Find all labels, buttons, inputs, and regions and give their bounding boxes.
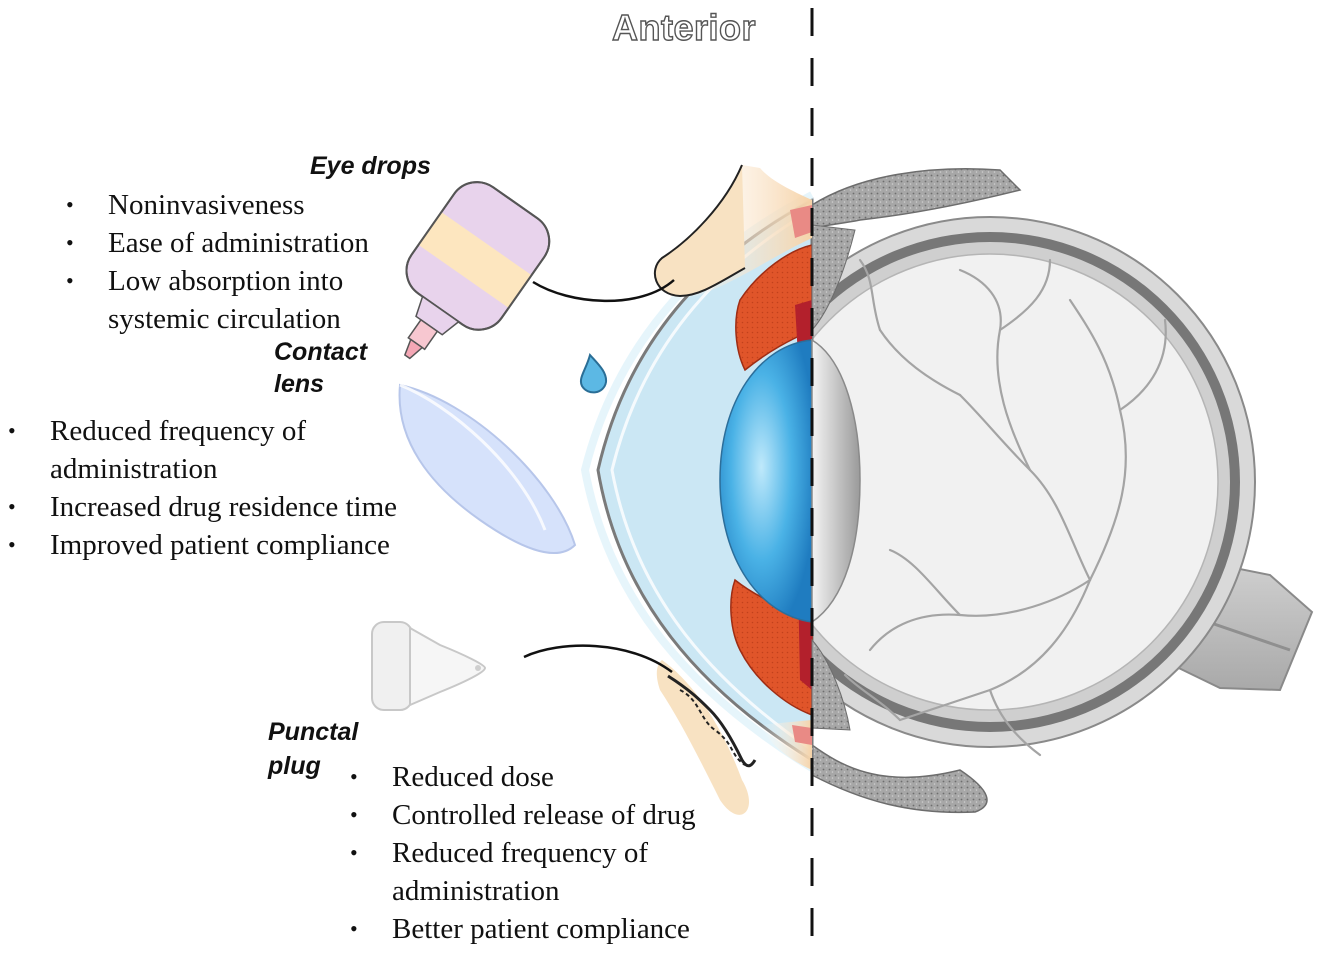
punctal-plug-list: Reduced dose Controlled release of drug … <box>392 758 696 948</box>
list-item-continuation: administration <box>392 872 696 910</box>
list-item-continuation: administration <box>50 450 397 488</box>
list-item: Better patient compliance <box>392 910 696 948</box>
eye-drop <box>581 355 606 392</box>
list-item-continuation: systemic circulation <box>108 300 369 338</box>
punctal-plug-pointer <box>524 646 672 672</box>
punctal-plug-heading-line2: plug <box>268 750 321 782</box>
list-item: Reduced frequency of <box>50 412 397 450</box>
punctal-plug-illustration <box>372 622 485 710</box>
list-item: Reduced dose <box>392 758 696 796</box>
contact-lens-heading-line2: lens <box>274 368 324 400</box>
contact-lens-list: Reduced frequency of administration Incr… <box>50 412 397 564</box>
punctal-plug-heading-line1: Punctal <box>268 716 358 748</box>
list-item: Improved patient compliance <box>50 526 397 564</box>
list-item: Noninvasiveness <box>108 186 369 224</box>
eye-drops-pointer <box>533 280 674 301</box>
eye-drop-bottle <box>362 171 560 388</box>
list-item: Reduced frequency of <box>392 834 696 872</box>
lower-eyelid-right <box>812 745 987 812</box>
list-item: Ease of administration <box>108 224 369 262</box>
anterior-label: Anterior <box>612 6 756 50</box>
contact-lens-heading-line1: Contact <box>274 336 367 368</box>
eye-drops-list: Noninvasiveness Ease of administration L… <box>108 186 369 338</box>
list-item: Increased drug residence time <box>50 488 397 526</box>
list-item: Controlled release of drug <box>392 796 696 834</box>
list-item: Low absorption into <box>108 262 369 300</box>
eye-drops-heading: Eye drops <box>310 150 431 182</box>
contact-lens-illustration <box>400 385 575 553</box>
